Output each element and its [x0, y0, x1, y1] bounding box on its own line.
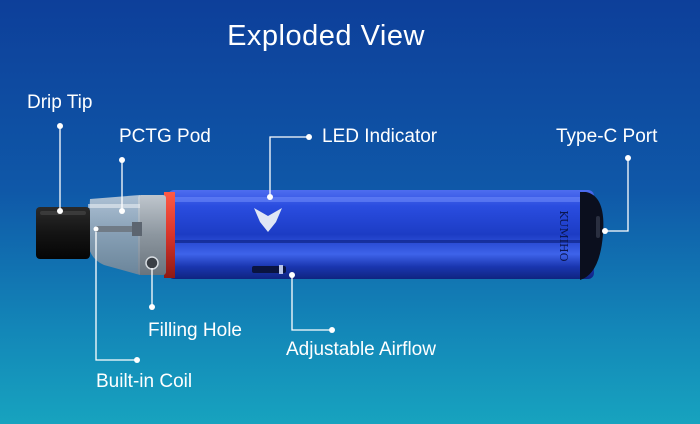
dot-airflow-end: [329, 327, 335, 333]
label-type-c-port: Type-C Port: [556, 126, 658, 147]
body-groove: [172, 240, 587, 243]
pctg-pod: [88, 195, 140, 275]
dot-filling-end: [149, 304, 155, 310]
leader-lines: [59, 126, 629, 361]
device-end-cap: [580, 192, 604, 280]
leader-coil: [95, 232, 137, 361]
leader-led-indicator: [269, 136, 309, 197]
airflow-toggle: [279, 265, 283, 274]
coil-marker: [93, 226, 99, 232]
coil-housing: [132, 222, 142, 236]
dot-drip-tip-top: [57, 123, 63, 129]
label-built-in-coil: Built-in Coil: [96, 371, 193, 392]
leader-airflow: [291, 275, 332, 331]
label-pctg-pod: PCTG Pod: [119, 126, 211, 147]
dot-airflow-start: [289, 272, 295, 278]
leader-type-c: [605, 158, 629, 232]
dot-drip-tip-end: [57, 208, 63, 214]
leader-dots: [57, 123, 631, 363]
label-led-indicator: LED Indicator: [322, 126, 438, 147]
device-brand-text: KUMIHO: [557, 210, 570, 261]
red-accent-ring: [164, 192, 175, 278]
drip-tip-shine: [40, 211, 86, 215]
pod-base: [138, 195, 166, 275]
device-body: [168, 190, 594, 279]
label-drip-tip: Drip Tip: [27, 92, 93, 113]
body-highlight: [172, 197, 587, 202]
dot-coil-end: [134, 357, 140, 363]
internal-chimney: [96, 226, 140, 232]
led-logo-icon: [254, 208, 282, 232]
dot-led-end: [267, 194, 273, 200]
label-filling-hole: Filling Hole: [148, 320, 242, 341]
airflow-slot: [252, 266, 286, 273]
type-c-port: [596, 216, 600, 238]
diagram-title: Exploded View: [227, 20, 425, 52]
filling-hole: [145, 256, 159, 270]
drip-tip: [36, 207, 90, 259]
dot-typec-end: [602, 228, 608, 234]
dot-typec-top: [625, 155, 631, 161]
dot-led-start: [306, 134, 312, 140]
dot-pctg-end: [119, 208, 125, 214]
dot-pctg-top: [119, 157, 125, 163]
label-adjustable-airflow: Adjustable Airflow: [286, 339, 436, 360]
pod-rim: [88, 204, 140, 208]
